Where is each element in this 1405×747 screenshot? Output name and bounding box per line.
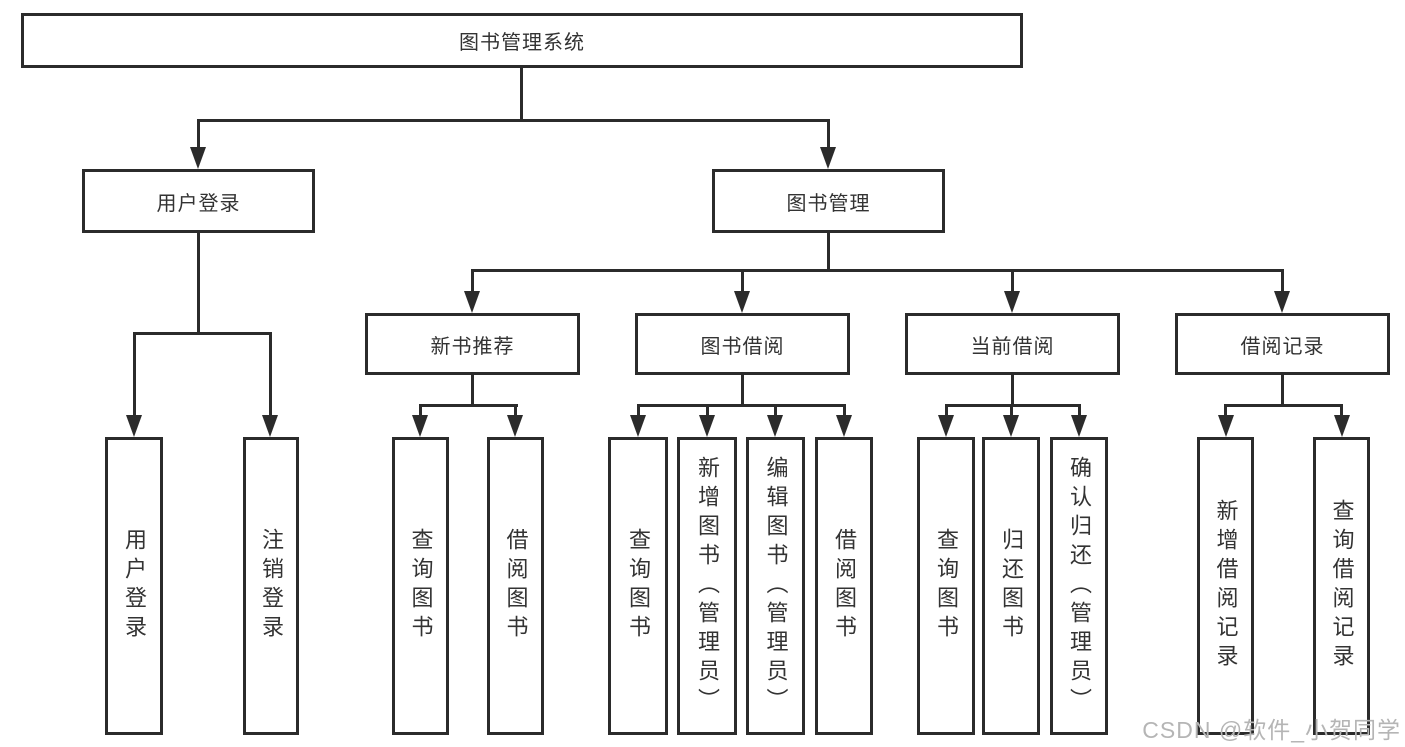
arrowhead-down-icon: [767, 415, 783, 437]
connector-line: [1078, 404, 1081, 418]
node-label: 新增借阅记录: [1213, 499, 1239, 673]
leaf-nb-query-books: 查询图书: [392, 437, 449, 735]
node-label: 编辑图书（管理员）: [763, 455, 789, 717]
csdn-watermark: CSDN @软件_小贺同学: [1142, 717, 1401, 743]
node-label: 用户登录: [122, 528, 147, 644]
node-label: 确认归还（管理员）: [1067, 455, 1092, 717]
arrowhead-down-icon: [630, 415, 646, 437]
connector-line: [843, 404, 846, 418]
node-label: 图书借阅: [700, 335, 785, 358]
leaf-bb-add-books-admin: 新增图书（管理员）: [677, 437, 737, 735]
leaf-cb-confirm-return-admin: 确认归还（管理员）: [1050, 437, 1108, 735]
leaf-bb-query-books: 查询图书: [608, 437, 668, 735]
node-label: 注销登录: [259, 528, 284, 644]
connector-line: [1281, 375, 1284, 407]
leaf-nb-borrow-books: 借阅图书: [487, 437, 544, 735]
node-label: 新增图书（管理员）: [695, 455, 720, 717]
arrowhead-down-icon: [190, 147, 206, 169]
connector-line: [741, 269, 744, 293]
node-label: 借阅图书: [832, 528, 857, 644]
node-label: 当前借阅: [970, 335, 1055, 358]
connector-line: [471, 269, 1284, 272]
node-label: 查询图书: [626, 528, 651, 644]
node-book-management: 图书管理: [712, 169, 945, 233]
connector-line: [1011, 375, 1014, 407]
arrowhead-down-icon: [1218, 415, 1234, 437]
connector-line: [520, 68, 523, 122]
arrowhead-down-icon: [836, 415, 852, 437]
node-book-borrow: 图书借阅: [635, 313, 850, 375]
arrowhead-down-icon: [464, 291, 480, 313]
arrowhead-down-icon: [820, 147, 836, 169]
connector-line: [419, 404, 422, 418]
arrowhead-down-icon: [1274, 291, 1290, 313]
node-new-book-recommend: 新书推荐: [365, 313, 580, 375]
leaf-logout: 注销登录: [243, 437, 299, 735]
connector-line: [1281, 269, 1284, 293]
connector-line: [1224, 404, 1227, 418]
connector-line: [706, 404, 709, 418]
connector-line: [637, 404, 846, 407]
connector-line: [419, 404, 518, 407]
connector-line: [1010, 404, 1013, 418]
connector-line: [1011, 269, 1014, 293]
connector-line: [945, 404, 948, 418]
leaf-br-add-record: 新增借阅记录: [1197, 437, 1254, 735]
connector-line: [1224, 404, 1343, 407]
leaf-br-query-record: 查询借阅记录: [1313, 437, 1370, 735]
connector-line: [945, 404, 1081, 407]
connector-line: [133, 332, 272, 335]
node-label: 图书管理系统: [459, 32, 585, 54]
arrowhead-down-icon: [262, 415, 278, 437]
arrowhead-down-icon: [507, 415, 523, 437]
node-current-borrow: 当前借阅: [905, 313, 1120, 375]
connector-line: [471, 375, 474, 407]
connector-line: [827, 233, 830, 272]
node-label: 查询图书: [934, 528, 959, 644]
connector-line: [197, 119, 830, 122]
leaf-user-login: 用户登录: [105, 437, 163, 735]
arrowhead-down-icon: [938, 415, 954, 437]
connector-line: [1340, 404, 1343, 418]
connector-line: [637, 404, 640, 418]
arrowhead-down-icon: [734, 291, 750, 313]
arrowhead-down-icon: [1004, 291, 1020, 313]
connector-line: [197, 233, 200, 335]
arrowhead-down-icon: [126, 415, 142, 437]
node-label: 归还图书: [999, 528, 1024, 644]
connector-line: [471, 269, 474, 293]
leaf-cb-query-books: 查询图书: [917, 437, 975, 735]
node-label: 用户登录: [156, 192, 241, 215]
arrowhead-down-icon: [1334, 415, 1350, 437]
node-label: 借阅图书: [503, 528, 529, 644]
node-label: 借阅记录: [1240, 335, 1325, 358]
connector-line: [269, 332, 272, 417]
node-label: 查询借阅记录: [1329, 499, 1355, 673]
node-label: 图书管理: [786, 192, 871, 215]
leaf-cb-return-books: 归还图书: [982, 437, 1040, 735]
node-label: 查询图书: [408, 528, 434, 644]
leaf-bb-borrow-books: 借阅图书: [815, 437, 873, 735]
arrowhead-down-icon: [1071, 415, 1087, 437]
node-library-management-system: 图书管理系统: [21, 13, 1023, 68]
node-borrow-records: 借阅记录: [1175, 313, 1390, 375]
connector-line: [133, 332, 136, 417]
connector-line: [514, 404, 517, 418]
arrowhead-down-icon: [699, 415, 715, 437]
arrowhead-down-icon: [412, 415, 428, 437]
connector-line: [741, 375, 744, 407]
arrowhead-down-icon: [1003, 415, 1019, 437]
node-label: 新书推荐: [430, 335, 515, 358]
node-user-login: 用户登录: [82, 169, 315, 233]
connector-line: [197, 119, 200, 149]
connector-line: [827, 119, 830, 149]
leaf-bb-edit-books-admin: 编辑图书（管理员）: [746, 437, 805, 735]
connector-line: [774, 404, 777, 418]
